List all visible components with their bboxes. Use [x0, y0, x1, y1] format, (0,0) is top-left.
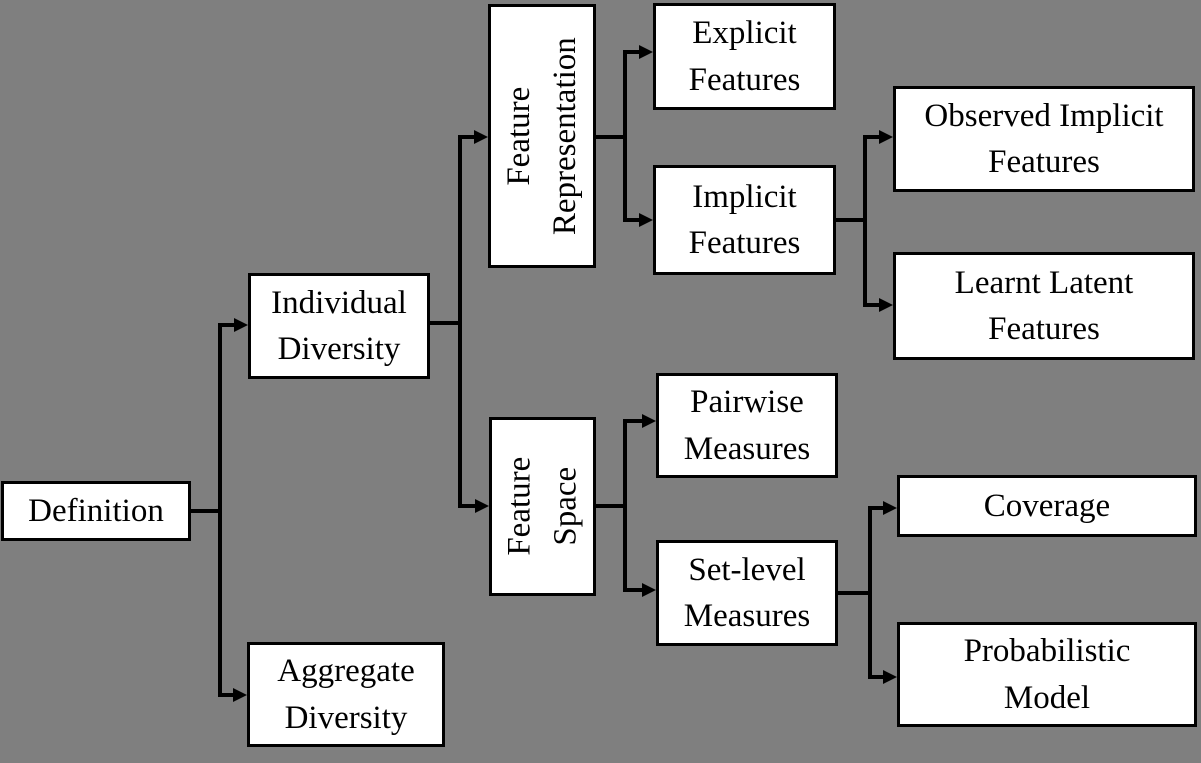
connector-to-explicit [623, 50, 641, 54]
node-feature-space: Feature Space [489, 417, 596, 596]
node-feature-representation: Feature Representation [488, 4, 596, 268]
node-probabilistic-model: Probabilistic Model [897, 622, 1197, 727]
node-set-level-measures-label: Set-level Measures [683, 551, 811, 634]
connector-individual-out [430, 321, 462, 325]
node-definition-label: Definition [28, 492, 164, 529]
node-aggregate-diversity-label: Aggregate Diversity [277, 653, 415, 736]
connector-to-aggregate [218, 693, 236, 697]
arrowhead-learnt [879, 298, 893, 312]
node-set-level-measures: Set-level Measures [656, 540, 838, 646]
connector-to-learnt [863, 303, 881, 307]
connector-feature-space-out [596, 504, 627, 508]
connector-to-implicit [623, 218, 641, 222]
connector-to-coverage [868, 506, 884, 510]
connector-trunk-implicit [863, 135, 867, 307]
arrowhead-feature-space [475, 499, 489, 513]
node-observed-implicit-features: Observed Implicit Features [893, 86, 1195, 192]
node-aggregate-diversity: Aggregate Diversity [247, 642, 445, 747]
arrowhead-explicit [639, 45, 653, 59]
connector-trunk-individual [458, 135, 462, 508]
arrowhead-setlevel [642, 583, 656, 597]
node-pairwise-measures: Pairwise Measures [656, 373, 838, 478]
connector-to-observed [863, 135, 881, 139]
connector-feature-rep-out [596, 135, 627, 139]
connector-to-setlevel [623, 588, 643, 592]
node-learnt-latent-features-label: Learnt Latent Features [954, 264, 1134, 347]
connector-to-pairwise [623, 419, 643, 423]
arrowhead-pairwise [642, 414, 656, 428]
connector-to-probabilistic [868, 675, 884, 679]
node-pairwise-measures-label: Pairwise Measures [683, 384, 811, 467]
node-implicit-features-label: Implicit Features [688, 178, 801, 261]
arrowhead-feature-representation [474, 130, 488, 144]
node-implicit-features: Implicit Features [653, 165, 836, 275]
connector-definition-out [191, 509, 222, 513]
arrowhead-individual [234, 318, 248, 332]
node-explicit-features-label: Explicit Features [688, 15, 801, 98]
node-definition: Definition [1, 481, 191, 541]
connector-trunk-feature-rep [623, 50, 627, 222]
connector-implicit-out [836, 218, 867, 222]
node-observed-implicit-features-label: Observed Implicit Features [924, 97, 1164, 180]
connector-trunk-definition [218, 323, 222, 697]
node-learnt-latent-features: Learnt Latent Features [893, 252, 1195, 360]
node-coverage-label: Coverage [983, 487, 1111, 524]
node-individual-diversity: Individual Diversity [248, 273, 430, 379]
connector-trunk-setlevel [868, 506, 872, 679]
node-individual-diversity-label: Individual Diversity [271, 284, 407, 367]
arrowhead-aggregate [233, 688, 247, 702]
node-feature-space-label: Feature Space [501, 457, 584, 556]
connector-trunk-feature-space [623, 419, 627, 592]
arrowhead-probabilistic [883, 670, 897, 684]
node-feature-representation-label: Feature Representation [500, 37, 583, 235]
node-coverage: Coverage [897, 475, 1197, 537]
arrowhead-coverage [883, 501, 897, 515]
node-explicit-features: Explicit Features [653, 3, 836, 110]
node-probabilistic-model-label: Probabilistic Model [963, 633, 1131, 716]
connector-setlevel-out [838, 591, 872, 595]
connector-to-feature-representation [458, 135, 476, 139]
arrowhead-implicit [639, 213, 653, 227]
arrowhead-observed [879, 130, 893, 144]
connector-to-individual [218, 323, 236, 327]
connector-to-feature-space [458, 504, 476, 508]
